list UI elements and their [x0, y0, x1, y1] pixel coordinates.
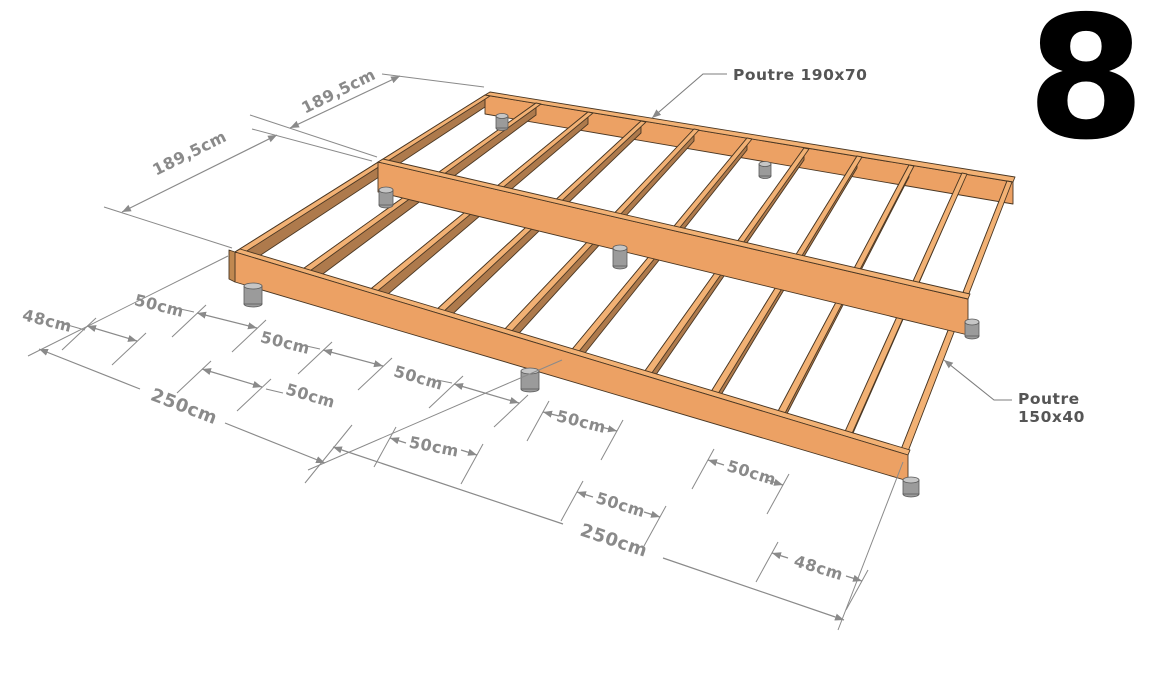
foot [612, 244, 628, 270]
dim-label-50: 50cm [133, 290, 187, 321]
foot [495, 113, 509, 131]
dim-label-bay-left: 250cm [148, 385, 220, 430]
dim-label-50: 50cm [725, 456, 779, 489]
callout-joist-beam-line1: Poutre [1018, 390, 1080, 408]
callout-leader-joist-beam [943, 359, 1012, 401]
dim-label-50: 50cm [555, 406, 609, 437]
deck-frame [228, 91, 1016, 498]
dim-label-50: 50cm [594, 488, 648, 521]
foot [902, 476, 920, 498]
dim-label-50: 50cm [407, 432, 460, 460]
dim-label-48-right: 48cm [792, 551, 846, 584]
front-beam-endcap [228, 249, 236, 283]
dim-gap-50 [201, 368, 263, 388]
callout-main-beam: Poutre 190x70 [733, 66, 867, 84]
back-beam-face [484, 94, 1014, 205]
foot [758, 161, 772, 179]
foot [964, 318, 980, 340]
dim-label-48-left: 48cm [21, 305, 75, 336]
dim-label-50: 50cm [259, 327, 313, 358]
dimension-lines [38, 75, 863, 621]
dim-label-50: 50cm [392, 362, 446, 394]
dim-depth-back [289, 75, 401, 129]
back-beam-top [484, 91, 1016, 183]
callout-joist-beam-line2: 150x40 [1018, 408, 1085, 426]
callout-leader-main-beam [651, 73, 727, 119]
callouts: Poutre 190x70 Poutre 150x40 [651, 66, 1085, 426]
dim-gap-50 [322, 348, 384, 368]
middle-beam-top [377, 158, 971, 300]
dim-label-depth-front: 189,5cm [149, 127, 229, 180]
foot [243, 282, 263, 308]
support-feet [243, 113, 980, 498]
step-number: 8 [1027, 0, 1145, 178]
dim-bay-right [332, 446, 564, 525]
dim-label-50: 50cm [284, 380, 338, 412]
extension-lines [27, 73, 904, 631]
dim-label-bay-right: 250cm [577, 520, 650, 562]
dim-bay-left [38, 348, 141, 390]
dim-label-depth-back: 189,5cm [298, 65, 378, 118]
dim-gap-50 [196, 311, 258, 330]
foot [378, 186, 394, 209]
middle-beam-face [377, 161, 969, 336]
dim-gap-48-left [86, 325, 138, 342]
dim-gap-50 [453, 383, 520, 404]
dim-depth-front [121, 134, 278, 213]
